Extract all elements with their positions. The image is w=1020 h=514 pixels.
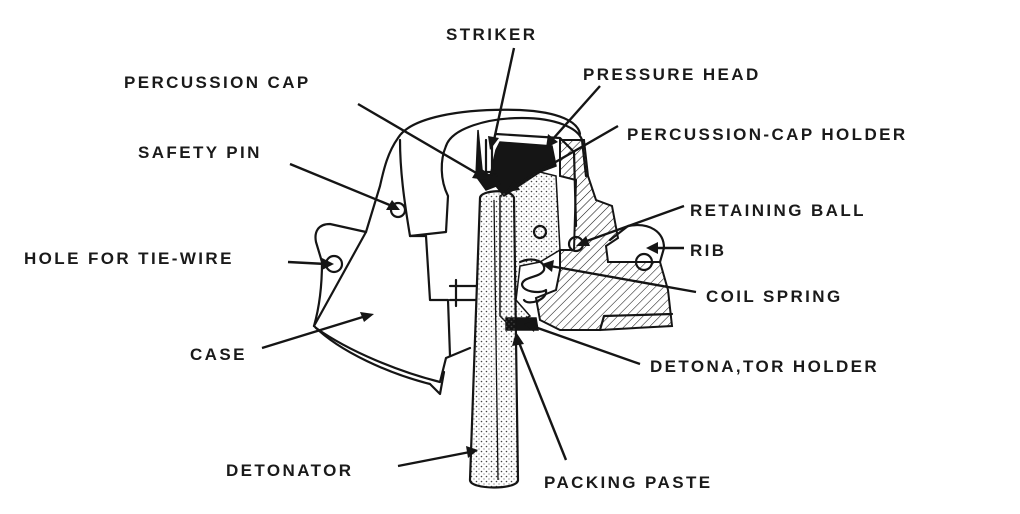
arrow-packing-paste bbox=[516, 339, 568, 461]
arrow-detonator-holder bbox=[531, 324, 641, 366]
case-step bbox=[408, 234, 452, 358]
fuze-illustration bbox=[312, 108, 674, 489]
label-striker: STRIKER bbox=[446, 25, 537, 44]
detonator-tube bbox=[468, 190, 520, 489]
striker bbox=[480, 138, 498, 174]
collar bbox=[398, 138, 450, 238]
labels: STRIKER PERCUSSION CAP PRESSURE HEAD PER… bbox=[24, 25, 908, 492]
left-flange bbox=[312, 222, 368, 328]
label-case: CASE bbox=[190, 345, 247, 364]
right-base bbox=[598, 312, 674, 332]
arrow-coil-spring bbox=[549, 264, 697, 294]
rib-hole bbox=[634, 252, 654, 272]
label-detonator: DETONATOR bbox=[226, 461, 353, 480]
arrow-percussion-cap bbox=[357, 102, 479, 176]
case-rim bbox=[314, 326, 472, 384]
top-cylinder bbox=[444, 116, 588, 178]
label-percussion-cap: PERCUSSION CAP bbox=[124, 73, 311, 92]
label-retaining-ball: RETAINING BALL bbox=[690, 201, 866, 220]
label-safety-pin: SAFETY PIN bbox=[138, 143, 262, 162]
retaining-ball-2 bbox=[532, 224, 548, 240]
arrow-tie-wire bbox=[287, 260, 327, 266]
label-rib: RIB bbox=[690, 241, 726, 260]
arrow-percussion-cap-holder bbox=[513, 124, 619, 188]
label-packing-paste: PACKING PASTE bbox=[544, 473, 712, 492]
label-pressure-head: PRESSURE HEAD bbox=[583, 65, 761, 84]
arrow-safety-pin bbox=[289, 162, 393, 208]
coil-spring bbox=[518, 258, 548, 304]
arrow-retaining-ball bbox=[583, 204, 685, 244]
arrow-pressure-head bbox=[551, 85, 601, 141]
arrow-detonator bbox=[397, 450, 471, 468]
pin-detail bbox=[448, 278, 478, 308]
label-detonator-holder: DETONA,TOR HOLDER bbox=[650, 357, 879, 376]
arrow-case bbox=[261, 314, 367, 350]
leader-arrows bbox=[261, 47, 697, 468]
label-coil-spring: COIL SPRING bbox=[706, 287, 843, 306]
label-hole-for-tie-wire: HOLE FOR TIE-WIRE bbox=[24, 249, 234, 268]
label-percussion-cap-holder: PERCUSSION-CAP HOLDER bbox=[627, 125, 908, 144]
arrow-striker bbox=[492, 47, 516, 141]
detonator-core bbox=[493, 199, 499, 481]
case-body bbox=[312, 108, 582, 396]
